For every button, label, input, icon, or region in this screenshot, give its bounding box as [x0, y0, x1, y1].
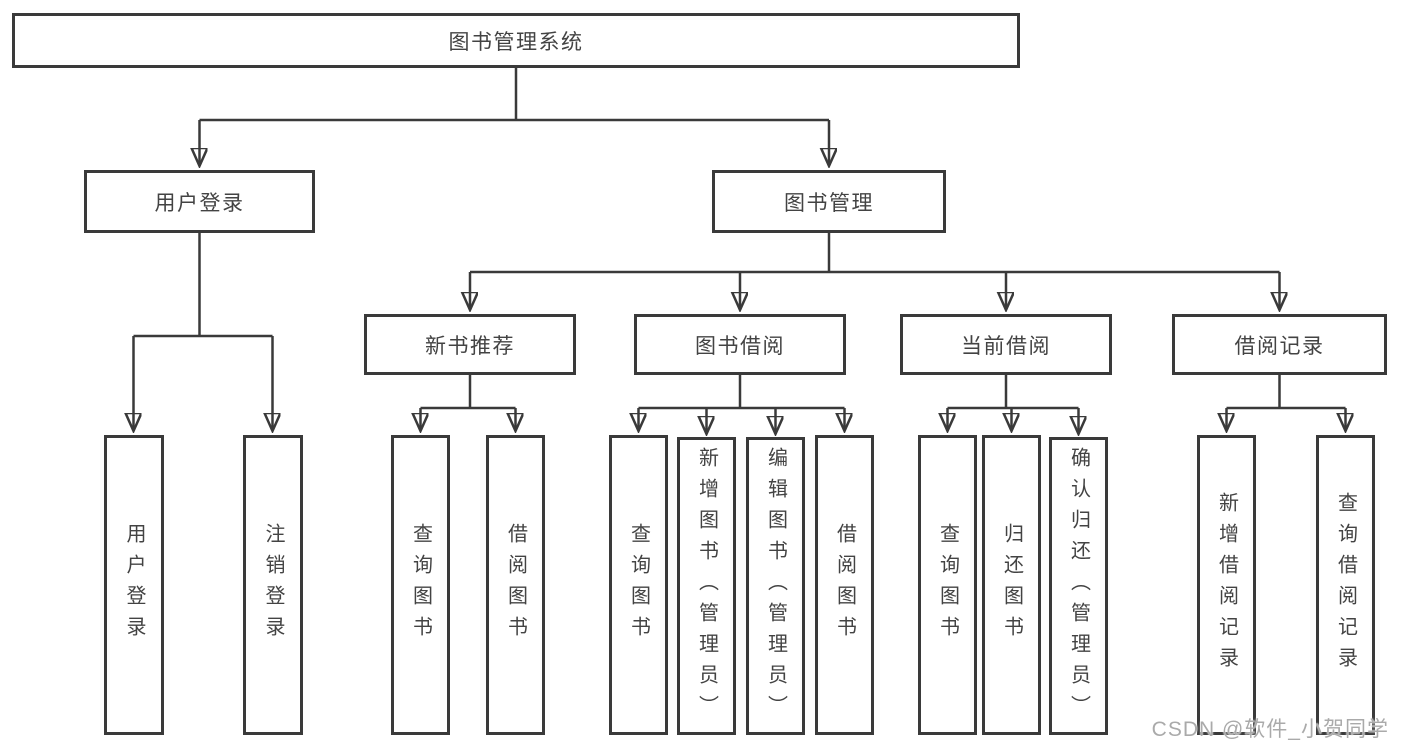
leaf-current-return-books: 归还图书: [982, 435, 1041, 735]
node-user-login: 用户登录: [84, 170, 315, 233]
node-book-management-label: 图书管理: [784, 191, 874, 215]
leaf-newbook-borrow-books: 借阅图书: [486, 435, 545, 735]
csdn-watermark: CSDN @软件_小贺同学: [1151, 718, 1389, 741]
leaf-borrow-query-books-label: 查询图书: [627, 523, 650, 647]
node-new-book-recommendation-label: 新书推荐: [425, 334, 515, 358]
node-borrowing-records: 借阅记录: [1172, 314, 1387, 375]
node-user-login-label: 用户登录: [154, 191, 245, 215]
leaf-logout-login-label: 注销登录: [262, 523, 284, 647]
leaf-borrow-add-books-admin-label: 新增图书（管理员）: [695, 446, 718, 726]
leaf-borrow-borrow-books: 借阅图书: [815, 435, 874, 735]
trunk-user-login: [133, 233, 273, 338]
node-book-borrowing-label: 图书借阅: [695, 334, 785, 358]
leaf-user-login-label: 用户登录: [123, 523, 145, 647]
leaf-borrow-edit-books-admin: 编辑图书（管理员）: [746, 437, 805, 735]
leaf-borrow-borrow-books-label: 借阅图书: [833, 523, 856, 647]
leaf-records-add-borrow-record-label: 新增借阅记录: [1215, 492, 1238, 678]
leaf-logout-login: 注销登录: [243, 435, 303, 735]
leaf-newbook-query-books-label: 查询图书: [409, 523, 432, 647]
node-new-book-recommendation: 新书推荐: [364, 314, 576, 375]
node-book-management: 图书管理: [712, 170, 946, 233]
leaf-current-query-books: 查询图书: [918, 435, 977, 735]
node-current-borrowing: 当前借阅: [900, 314, 1112, 375]
trunk-book-management: [470, 233, 1280, 274]
node-current-borrowing-label: 当前借阅: [961, 334, 1051, 358]
trunk-book-borrow: [638, 375, 845, 410]
trunk-borrow-record: [1226, 375, 1346, 410]
leaf-records-add-borrow-record: 新增借阅记录: [1197, 435, 1256, 735]
leaf-borrow-edit-books-admin-label: 编辑图书（管理员）: [764, 446, 787, 726]
leaf-current-confirm-return-admin-label: 确认归还（管理员）: [1067, 446, 1090, 726]
node-library-system-label: 图书管理系统: [448, 30, 584, 54]
leaf-newbook-query-books: 查询图书: [391, 435, 450, 735]
leaf-records-query-borrow-record: 查询借阅记录: [1316, 435, 1375, 735]
leaf-newbook-borrow-books-label: 借阅图书: [504, 523, 527, 647]
leaf-current-return-books-label: 归还图书: [1000, 523, 1023, 647]
leaf-current-confirm-return-admin: 确认归还（管理员）: [1049, 437, 1108, 735]
trunk-root: [199, 68, 829, 122]
node-library-system: 图书管理系统: [12, 13, 1020, 68]
leaf-borrow-query-books: 查询图书: [609, 435, 668, 735]
trunk-current-borrow: [947, 375, 1079, 410]
node-book-borrowing: 图书借阅: [634, 314, 846, 375]
leaf-current-query-books-label: 查询图书: [936, 523, 959, 647]
leaf-borrow-add-books-admin: 新增图书（管理员）: [677, 437, 736, 735]
node-borrowing-records-label: 借阅记录: [1234, 334, 1325, 358]
leaf-records-query-borrow-record-label: 查询借阅记录: [1334, 492, 1357, 678]
trunk-new-book: [420, 375, 516, 410]
leaf-user-login: 用户登录: [104, 435, 164, 735]
